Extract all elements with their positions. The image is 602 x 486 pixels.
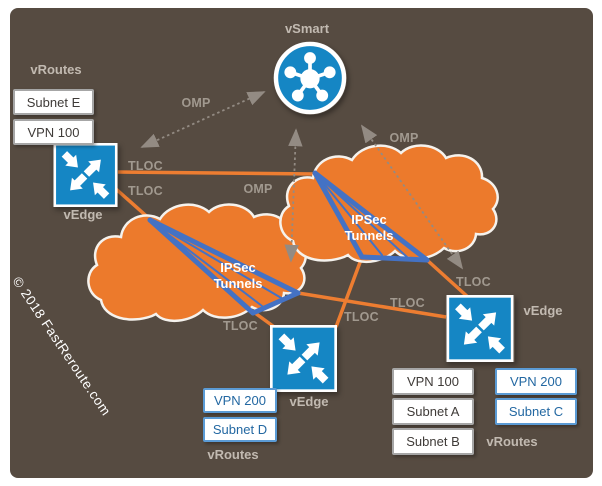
route-box-subnet-e: Subnet E xyxy=(13,89,94,115)
vroutes-label-bottom: vRoutes xyxy=(207,447,259,462)
tloc-label-2: TLOC xyxy=(128,184,163,198)
route-box-vpn-100-left: VPN 100 xyxy=(13,119,94,145)
ipsec-tunnels-label-right: IPSec Tunnels xyxy=(327,212,411,244)
ipsec-tunnels-label-left: IPSec Tunnels xyxy=(196,260,280,292)
vedge-left-label: vEdge xyxy=(63,207,103,222)
route-box-subnet-c: Subnet C xyxy=(495,398,577,425)
route-box-subnet-d: Subnet D xyxy=(203,417,277,442)
vsmart-hub-icon xyxy=(273,41,347,115)
vsmart-label: vSmart xyxy=(284,21,330,36)
vroutes-label-left: vRoutes xyxy=(30,62,82,77)
ipsec-label-line2: Tunnels xyxy=(213,276,263,291)
omp-label-2: OMP xyxy=(243,182,273,196)
tloc-label-3: TLOC xyxy=(223,319,258,333)
vedge-right-node xyxy=(445,295,515,362)
vedge-bottom-node xyxy=(270,325,337,392)
tloc-label-6: TLOC xyxy=(456,275,491,289)
vsmart-node xyxy=(273,41,347,115)
router-icon xyxy=(53,143,118,207)
tloc-label-1: TLOC xyxy=(128,159,163,173)
tloc-label-4: TLOC xyxy=(344,310,379,324)
route-box-vpn-200-bottom: VPN 200 xyxy=(203,388,277,413)
route-box-vpn-200-right: VPN 200 xyxy=(495,368,577,395)
tloc-label-5: TLOC xyxy=(390,296,425,310)
ipsec-label-line2: Tunnels xyxy=(344,228,394,243)
route-box-subnet-a: Subnet A xyxy=(392,398,474,425)
ipsec-label-line1: IPSec xyxy=(351,212,387,227)
vedge-bottom-label: vEdge xyxy=(289,394,329,409)
router-icon xyxy=(446,295,514,362)
omp-label-1: OMP xyxy=(181,96,211,110)
route-box-vpn-100-right: VPN 100 xyxy=(392,368,474,395)
ipsec-label-line1: IPSec xyxy=(220,260,256,275)
omp-label-3: OMP xyxy=(389,131,419,145)
vedge-left-node xyxy=(53,143,118,207)
vroutes-label-right: vRoutes xyxy=(486,434,538,449)
route-box-subnet-b: Subnet B xyxy=(392,428,474,455)
vedge-right-label: vEdge xyxy=(523,303,563,318)
router-icon xyxy=(270,325,337,392)
